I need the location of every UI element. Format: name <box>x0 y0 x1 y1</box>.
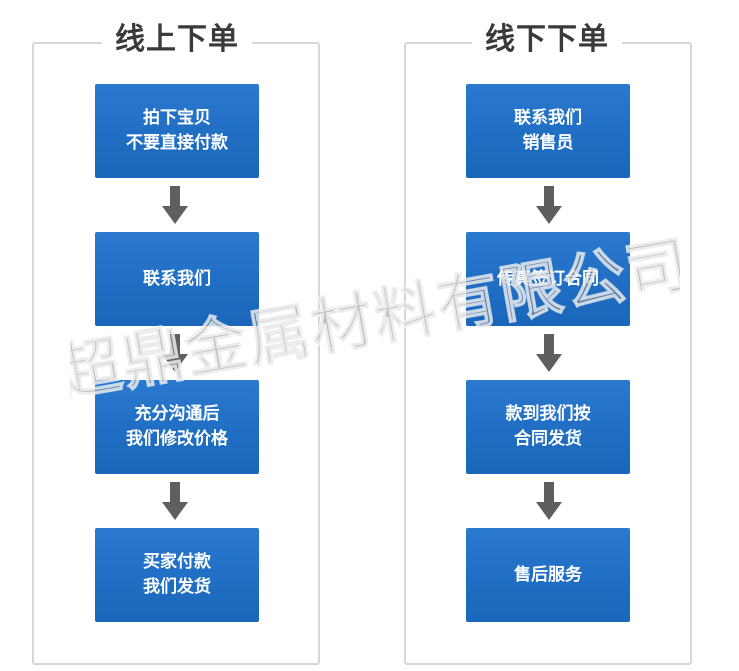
offline-order-title: 线下下单 <box>472 18 622 62</box>
online-step-4: 买家付款 我们发货 <box>95 528 259 622</box>
offline-step-1-line1: 联系我们 <box>514 108 582 128</box>
down-arrow-icon <box>536 482 562 520</box>
offline-step-1-line2: 销售员 <box>522 133 574 153</box>
down-arrow-icon <box>162 334 188 372</box>
offline-step-3-line2: 合同发货 <box>514 429 582 449</box>
down-arrow-icon <box>536 186 562 224</box>
offline-step-4: 售后服务 <box>466 528 630 622</box>
online-step-1: 拍下宝贝 不要直接付款 <box>95 84 259 178</box>
down-arrow-icon <box>536 334 562 372</box>
offline-step-4-line1: 售后服务 <box>514 564 582 585</box>
online-step-2-line1: 联系我们 <box>143 268 211 289</box>
offline-step-2: 传真签订合同 <box>466 232 630 326</box>
online-step-3-line1: 充分沟通后 <box>134 404 220 424</box>
down-arrow-icon <box>162 482 188 520</box>
online-step-3: 充分沟通后 我们修改价格 <box>95 380 259 474</box>
down-arrow-icon <box>162 186 188 224</box>
online-step-2: 联系我们 <box>95 232 259 326</box>
online-step-4-line1: 买家付款 <box>143 552 211 572</box>
online-step-1-line1: 拍下宝贝 <box>143 108 211 128</box>
offline-step-3-line1: 款到我们按 <box>505 404 591 424</box>
offline-step-1: 联系我们 销售员 <box>466 84 630 178</box>
offline-step-3: 款到我们按 合同发货 <box>466 380 630 474</box>
online-step-3-line2: 我们修改价格 <box>126 429 228 449</box>
online-step-1-line2: 不要直接付款 <box>126 133 228 153</box>
online-order-title: 线上下单 <box>102 18 252 62</box>
online-step-4-line2: 我们发货 <box>143 577 211 597</box>
offline-step-2-line1: 传真签订合同 <box>497 268 599 289</box>
